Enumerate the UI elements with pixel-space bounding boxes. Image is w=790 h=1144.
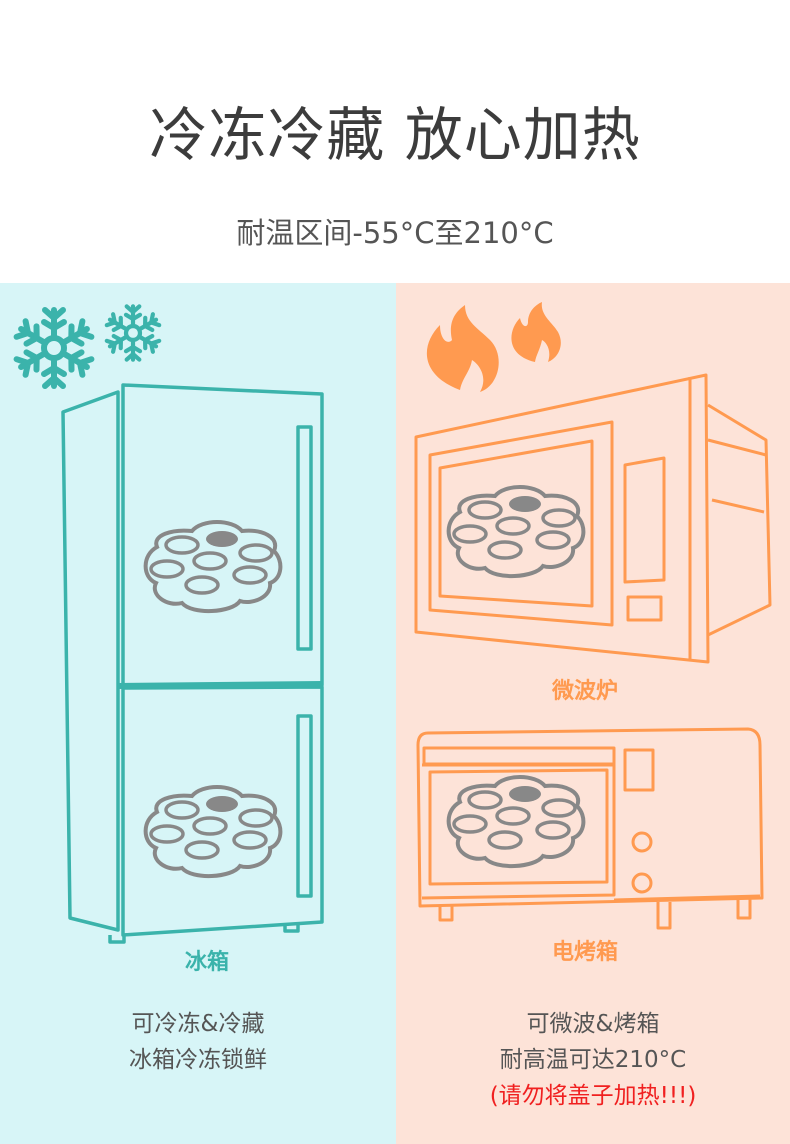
oven-description: 可微波&烤箱 耐高温可达210°C (请勿将盖子加热!!!) xyxy=(396,1006,790,1114)
flame-icon xyxy=(426,302,561,392)
temperature-range: 耐温区间-55°C至210°C xyxy=(236,216,554,250)
fridge-description: 可冷冻&冷藏 冰箱冷冻锁鲜 xyxy=(0,1006,396,1078)
microwave-label: 微波炉 xyxy=(551,679,618,704)
page-title: 冷冻冷藏 放心加热 xyxy=(149,101,641,169)
fridge-desc-line: 可冷冻&冷藏 xyxy=(131,1011,265,1037)
snowflake-icon xyxy=(106,306,159,359)
oven-desc-line: 耐高温可达210°C xyxy=(499,1047,687,1073)
microwave-illustration xyxy=(414,373,772,664)
oven-desc-line: 可微波&烤箱 xyxy=(526,1011,660,1037)
fridge-illustration xyxy=(61,383,324,944)
oven-illustration xyxy=(416,727,764,930)
oven-label: 电烤箱 xyxy=(551,940,618,965)
lid-warning: (请勿将盖子加热!!!) xyxy=(489,1083,697,1109)
snowflake-icon xyxy=(16,310,92,386)
fridge-desc-line: 冰箱冷冻锁鲜 xyxy=(129,1047,267,1073)
fridge-label: 冰箱 xyxy=(184,950,229,975)
